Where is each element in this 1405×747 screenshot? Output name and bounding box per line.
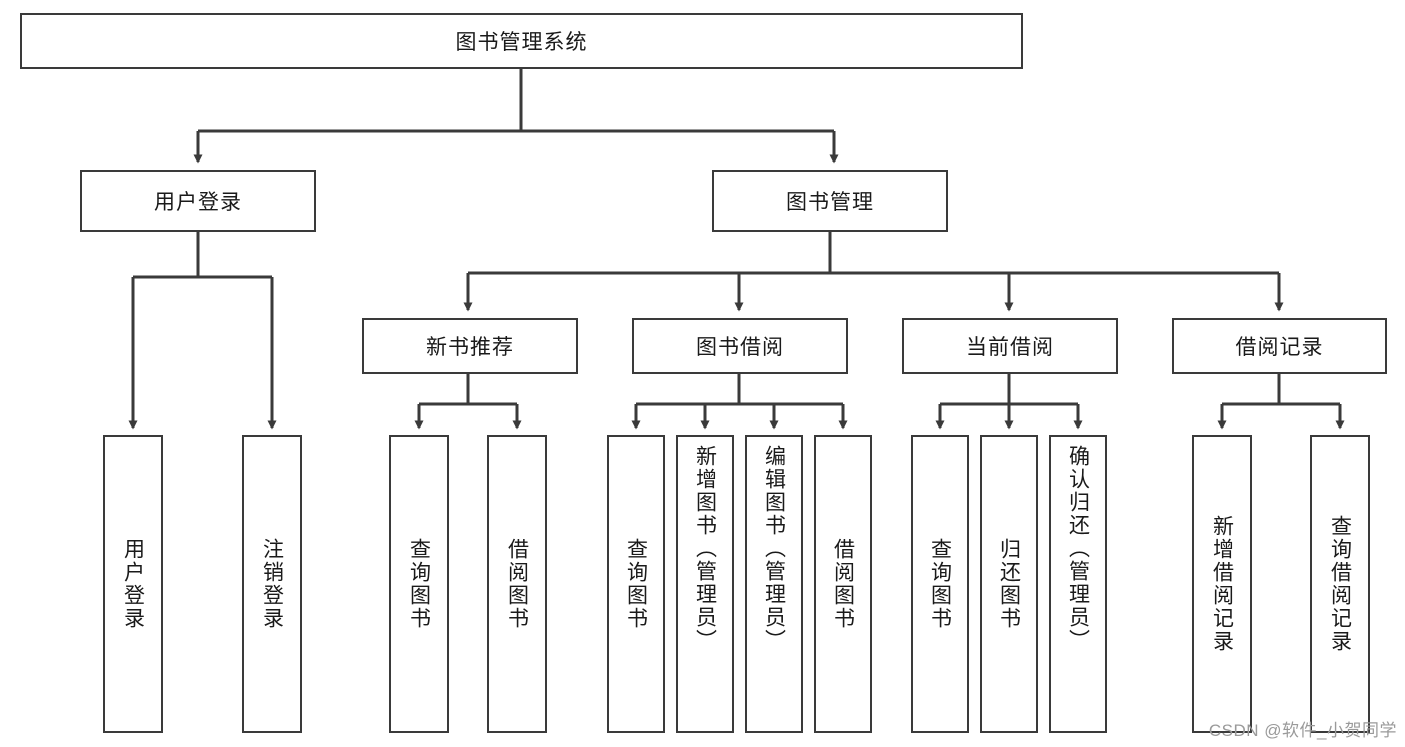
node-leaf-user-login[interactable]: 用户登录 (103, 435, 163, 733)
node-book-manage[interactable]: 图书管理 (712, 170, 948, 232)
node-leaf-query-book-1[interactable]: 查询图书 (389, 435, 449, 733)
node-book-borrow[interactable]: 图书借阅 (632, 318, 848, 374)
node-leaf-edit-book[interactable]: 编辑图书（管理员） (745, 435, 803, 733)
node-root[interactable]: 图书管理系统 (20, 13, 1023, 69)
node-leaf-return-book[interactable]: 归还图书 (980, 435, 1038, 733)
node-leaf-user-login-label: 用户登录 (121, 538, 145, 630)
node-borrow-record[interactable]: 借阅记录 (1172, 318, 1387, 374)
node-leaf-query-record[interactable]: 查询借阅记录 (1310, 435, 1370, 733)
node-book-manage-label: 图书管理 (786, 191, 874, 214)
node-new-book-rec[interactable]: 新书推荐 (362, 318, 578, 374)
node-leaf-borrow-book-1-label: 借阅图书 (505, 538, 529, 630)
node-leaf-query-book-3-label: 查询图书 (928, 538, 952, 630)
node-leaf-confirm-return[interactable]: 确认归还（管理员） (1049, 435, 1107, 733)
node-leaf-add-book-label: 新增图书（管理员） (693, 445, 717, 652)
node-leaf-query-book-2-label: 查询图书 (624, 538, 648, 630)
node-current-borrow-label: 当前借阅 (966, 336, 1054, 359)
csdn-watermark: CSDN @软件_小贺同学 (1208, 721, 1397, 740)
node-root-label: 图书管理系统 (455, 31, 588, 54)
node-book-borrow-label: 图书借阅 (696, 336, 784, 359)
node-leaf-query-book-1-label: 查询图书 (407, 538, 431, 630)
node-leaf-user-logout[interactable]: 注销登录 (242, 435, 302, 733)
node-leaf-add-book[interactable]: 新增图书（管理员） (676, 435, 734, 733)
node-user-login[interactable]: 用户登录 (80, 170, 316, 232)
node-leaf-query-book-2[interactable]: 查询图书 (607, 435, 665, 733)
node-leaf-user-logout-label: 注销登录 (260, 538, 284, 630)
node-leaf-borrow-book-2-label: 借阅图书 (831, 538, 855, 630)
node-leaf-query-book-3[interactable]: 查询图书 (911, 435, 969, 733)
node-leaf-edit-book-label: 编辑图书（管理员） (762, 445, 786, 652)
node-leaf-query-record-label: 查询借阅记录 (1328, 515, 1352, 653)
node-leaf-borrow-book-2[interactable]: 借阅图书 (814, 435, 872, 733)
node-new-book-rec-label: 新书推荐 (426, 336, 514, 359)
node-leaf-borrow-book-1[interactable]: 借阅图书 (487, 435, 547, 733)
node-current-borrow[interactable]: 当前借阅 (902, 318, 1118, 374)
node-borrow-record-label: 借阅记录 (1235, 336, 1324, 359)
node-user-login-label: 用户登录 (154, 191, 242, 214)
node-leaf-add-record-label: 新增借阅记录 (1210, 515, 1234, 653)
node-leaf-confirm-return-label: 确认归还（管理员） (1066, 445, 1090, 652)
node-leaf-return-book-label: 归还图书 (997, 538, 1021, 630)
node-leaf-add-record[interactable]: 新增借阅记录 (1192, 435, 1252, 733)
